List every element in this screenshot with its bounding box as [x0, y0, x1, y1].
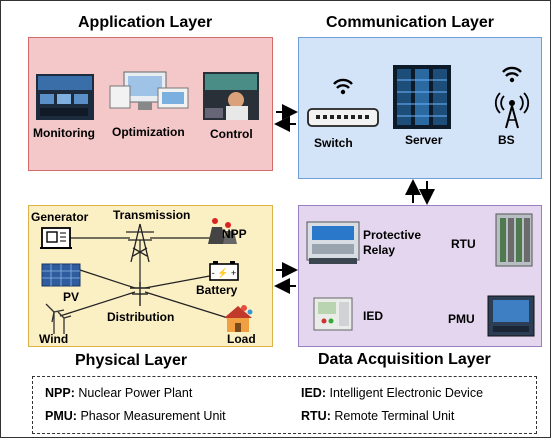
load-label: Load: [227, 332, 256, 346]
pmu-image: [487, 295, 535, 337]
data-acquisition-layer-title: Data Acquisition Layer: [318, 351, 491, 368]
switch-label: Switch: [314, 136, 353, 150]
npp-label: NPP: [222, 227, 247, 241]
ied-label: IED: [363, 309, 384, 323]
pv-label: PV: [63, 290, 80, 304]
legend-item-pmu: PMU: Phasor Measurement Unit: [45, 409, 226, 423]
transmission-label: Transmission: [113, 208, 191, 222]
generator-icon: [40, 227, 72, 249]
protective-relay-image: [306, 221, 360, 264]
optimization-image: [109, 71, 189, 110]
battery-icon: - ⚡ +: [209, 261, 239, 281]
rtu-image: [495, 213, 533, 267]
bs-wifi-icon: [502, 66, 522, 83]
ied-image: [313, 297, 353, 331]
monitoring-image: [36, 74, 94, 120]
load-house-icon: [224, 305, 253, 332]
monitoring-label: Monitoring: [33, 126, 95, 140]
wind-turbine-icon: [45, 303, 72, 334]
application-layer-title: Application Layer: [78, 14, 213, 31]
protective-relay-label: Protective Relay: [363, 228, 422, 257]
distribution-label: Distribution: [107, 310, 175, 324]
legend-item-ied: IED: Intelligent Electronic Device: [301, 386, 484, 400]
transmission-tower-icon: [126, 223, 154, 263]
physical-layer-title: Physical Layer: [75, 352, 188, 369]
server-image: [393, 65, 451, 129]
distribution-pole-icon: [130, 282, 150, 306]
pv-panel-icon: [41, 263, 81, 287]
generator-label: Generator: [31, 210, 89, 224]
switch-icon: [307, 108, 379, 127]
legend-item-npp: NPP: Nuclear Power Plant: [45, 386, 193, 400]
pmu-label: PMU: [448, 312, 475, 326]
abbreviation-legend: NPP: Nuclear Power Plant IED: Intelligen…: [32, 376, 537, 434]
base-station-antenna-icon: [494, 92, 530, 129]
svg-text:- ⚡ +: - ⚡ +: [212, 267, 236, 279]
control-image: [203, 72, 259, 120]
communication-layer-title: Communication Layer: [326, 14, 495, 31]
npp-icon: [208, 218, 237, 244]
control-label: Control: [210, 127, 253, 141]
optimization-label: Optimization: [112, 125, 185, 139]
server-label: Server: [405, 133, 443, 147]
battery-label: Battery: [196, 283, 238, 297]
switch-wifi-icon: [333, 78, 353, 95]
rtu-label: RTU: [451, 237, 476, 251]
power-lines: [59, 237, 229, 319]
bs-label: BS: [498, 133, 515, 147]
legend-item-rtu: RTU: Remote Terminal Unit: [301, 409, 455, 423]
wind-label: Wind: [39, 332, 69, 346]
